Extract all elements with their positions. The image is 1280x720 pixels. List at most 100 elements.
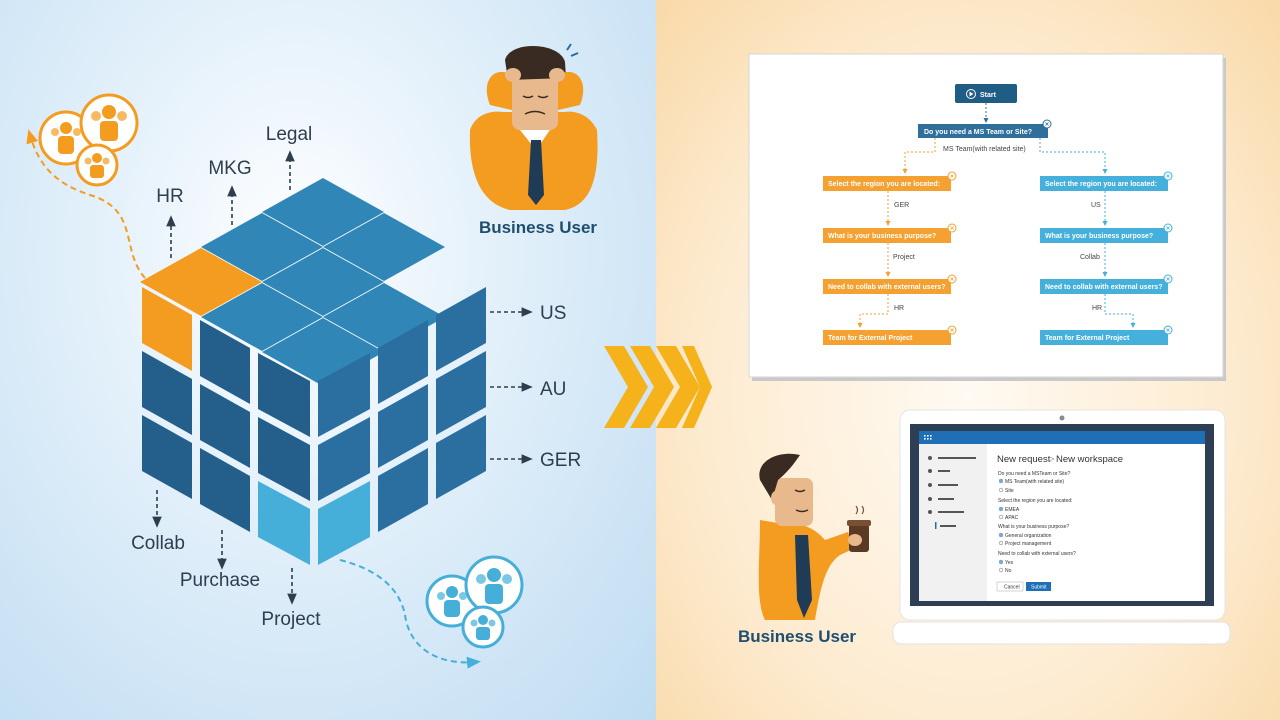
cube-left-tile-orange [142, 287, 192, 371]
cube-right-tile [378, 384, 428, 468]
form-q3-opt1: General organization [1005, 533, 1052, 539]
app-sidebar [919, 444, 987, 601]
cube-top-tile-orange [140, 248, 262, 316]
radio-q2-opt1[interactable] [998, 506, 1004, 512]
cube-right-tile [378, 448, 428, 532]
cube-right-tile [318, 417, 370, 501]
label-hr: HR [156, 186, 183, 207]
flowchart: Start Do you need a MS Team or Site? MS … [823, 84, 1173, 345]
radio-q4-opt2[interactable] [998, 567, 1004, 573]
flow-left-collab-answer: HR [894, 305, 904, 312]
flow-left-collab-node [823, 279, 951, 294]
cube-left-tile [142, 415, 192, 499]
flow-left-result-label: Team for External Project [828, 335, 913, 342]
form-title-separator: > [1049, 454, 1055, 465]
radio-q1-opt2[interactable] [998, 487, 1004, 493]
flow-start-label: Start [980, 92, 997, 99]
happy-business-user-illustration [758, 453, 871, 620]
flow-branch-label: MS Team(with related site) [943, 146, 1026, 153]
cube-right-tile-lightblue [318, 481, 370, 565]
flow-right-purpose-label: What is your business purpose? [1045, 233, 1153, 240]
cube-top-tile [323, 213, 445, 281]
cube-top-tile [262, 248, 384, 316]
flow-question-label: Do you need a MS Team or Site? [924, 129, 1032, 136]
form-q2: Select the region you are located: [998, 498, 1073, 504]
form-q3: What is your business purpose? [998, 524, 1069, 530]
flow-right-purpose-answer: Collab [1080, 254, 1100, 261]
flow-right-result-label: Team for External Project [1045, 335, 1130, 342]
label-mkg: MKG [208, 158, 251, 179]
cube-right-tile [436, 351, 486, 435]
cube-left-tile [142, 351, 192, 435]
form-q4-opt2: No [1005, 568, 1012, 574]
cube-right-tile [378, 320, 428, 404]
radio-q2-opt2[interactable] [998, 514, 1004, 520]
form-title-main: New request [997, 454, 1051, 465]
cube-left-tile-lightblue [258, 481, 310, 565]
flow-right-purpose-node [1040, 228, 1168, 243]
flow-right-collab-label: Need to collab with external users? [1045, 284, 1162, 291]
orange-user-group-icon [26, 93, 146, 279]
flow-left-result-node [823, 330, 951, 345]
app-launcher-icon [924, 435, 932, 440]
dimension-arrows [152, 150, 533, 605]
radio-q1-opt1[interactable] [998, 478, 1004, 484]
flow-right-region-label: Select the region you are located: [1045, 181, 1157, 188]
radio-q3-opt1[interactable] [998, 532, 1004, 538]
form-q1-opt2: Site [1005, 488, 1014, 494]
label-ger: GER [540, 450, 581, 471]
form-q4-opt1: Yes [1005, 560, 1014, 566]
form-q4: Need to collab with external users? [998, 551, 1076, 557]
cube-right-tile [318, 353, 370, 437]
form-q1-opt1: MS Team(with related site) [1005, 479, 1064, 485]
app-header-bar [919, 431, 1205, 444]
flow-left-region-node [823, 176, 951, 191]
play-icon [966, 89, 976, 99]
form-q3-opt2: Project management [1005, 541, 1052, 547]
label-legal: Legal [266, 124, 313, 145]
cube-top-tile [201, 283, 323, 351]
flow-question-node [918, 124, 1048, 138]
flow-right-region-node [1040, 176, 1168, 191]
cancel-button-label: Cancel [1004, 585, 1020, 591]
rubik-cube [140, 178, 486, 565]
label-collab: Collab [131, 533, 185, 554]
flow-left-collab-label: Need to collab with external users? [828, 284, 945, 291]
label-project: Project [261, 609, 321, 630]
flow-right-collab-answer: HR [1092, 305, 1102, 312]
cube-top-tile [262, 178, 384, 246]
flow-right-region-answer: US [1091, 202, 1101, 209]
label-purchase: Purchase [180, 570, 260, 591]
laptop-illustration [892, 409, 1231, 645]
cube-top-tile [201, 213, 323, 281]
cube-left-tile [258, 353, 310, 437]
radio-q3-opt2[interactable] [998, 540, 1004, 546]
label-us: US [540, 303, 566, 324]
cube-right-tile [436, 415, 486, 499]
business-user-label-right: Business User [738, 627, 856, 646]
cube-left-tile [200, 320, 250, 404]
laptop-camera [1059, 415, 1065, 421]
stressed-business-user-illustration [469, 43, 598, 210]
flow-left-region-label: Select the region you are located: [828, 181, 940, 188]
cube-left-tile [258, 417, 310, 501]
submit-button[interactable] [1026, 582, 1051, 591]
radio-q4-opt1[interactable] [998, 559, 1004, 565]
flow-right-collab-node [1040, 279, 1168, 294]
form-q2-opt2: APAC [1005, 515, 1019, 521]
form-q1: Do you need a MSTeam or Site? [998, 471, 1070, 477]
cube-right-tile [436, 287, 486, 371]
form-title-sub: New workspace [1056, 454, 1123, 465]
cancel-button[interactable] [996, 581, 1024, 592]
flow-left-region-answer: GER [894, 202, 909, 209]
cube-left-tile [200, 384, 250, 468]
cube-left-tile [200, 448, 250, 532]
label-au: AU [540, 379, 566, 400]
blue-user-group-icon [339, 555, 524, 669]
flow-left-purpose-label: What is your business purpose? [828, 233, 936, 240]
business-user-label-left: Business User [479, 218, 597, 237]
form-q2-opt1: EMEA [1005, 507, 1020, 513]
flow-left-purpose-node [823, 228, 951, 243]
chevron-arrow-icon [604, 346, 712, 428]
